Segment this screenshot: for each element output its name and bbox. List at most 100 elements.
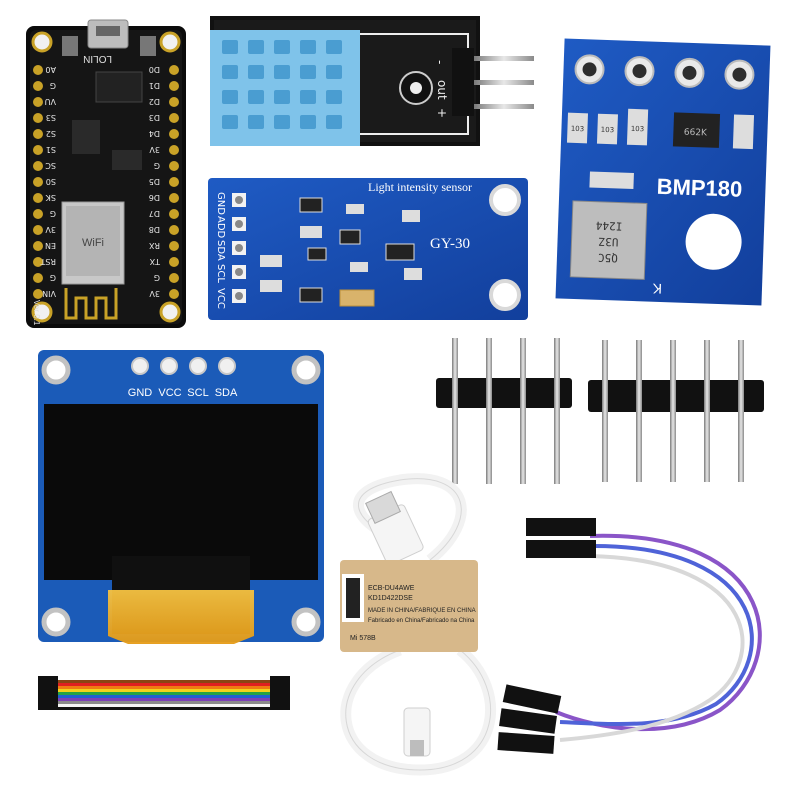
header-pin — [704, 340, 710, 482]
gy30-pin-label: GND — [215, 192, 226, 215]
cable-label-line-2: KD1D422DSE — [368, 595, 413, 602]
dht11-module: - out + — [210, 16, 534, 146]
sensor-text-2: U3Z — [598, 235, 619, 249]
nodemcu-pin-label: G — [154, 161, 160, 170]
nodemcu-pin-pad — [169, 129, 179, 139]
nodemcu-pin-pad — [169, 273, 179, 283]
header-pin — [602, 340, 608, 482]
nodemcu-pin-pad — [169, 65, 179, 75]
gy30-pin-label: ADD — [215, 216, 226, 239]
nodemcu-pin-label: D0 — [149, 65, 160, 74]
nodemcu-pin-pad — [33, 177, 43, 187]
nodemcu-pin-label: S1 — [46, 145, 56, 154]
header-pin — [520, 338, 526, 484]
nodemcu-pin-pad — [33, 65, 43, 75]
gy30-light-sensor: Light intensity sensor GY-30 GNDADDSDASC… — [208, 178, 528, 320]
nodemcu-pin-pad — [169, 193, 179, 203]
nodemcu-pin-label: D6 — [149, 193, 160, 202]
cable-label-line-1: ECB-DU4AWE — [368, 585, 415, 592]
gy30-pin-label: SCL — [215, 264, 226, 283]
nodemcu-pin-pad — [33, 193, 43, 203]
nodemcu-pin-pad — [169, 145, 179, 155]
usb-cable: ECB-DU4AWE KD1D422DSE MADE IN CHINA/FABR… — [340, 473, 497, 776]
nodemcu-pin-label: G — [154, 273, 160, 282]
oled-pin-vcc: VCC — [158, 387, 181, 399]
bmp180-model-label: BMP180 — [656, 174, 742, 202]
nodemcu-pin-label: D3 — [149, 113, 160, 122]
cable-label-line-4: Fabricado en China/Fabricado na China — [368, 618, 475, 624]
nodemcu-pin-pad — [169, 289, 179, 299]
nodemcu-pin-pad — [33, 273, 43, 283]
nodemcu-pin-label: 3V — [149, 145, 160, 154]
cable-label-band — [340, 560, 478, 652]
nodemcu-pin-pad — [33, 97, 43, 107]
header-pin — [554, 338, 560, 484]
nodemcu-pin-label: 3V — [149, 289, 160, 298]
nodemcu-pin-pad — [169, 257, 179, 267]
header-pin — [486, 338, 492, 484]
gy30-pin-label: VCC — [215, 288, 226, 309]
nodemcu-pin-label: G — [50, 209, 56, 218]
pin-header-5 — [588, 340, 764, 482]
jumper-wires — [497, 518, 762, 754]
oled-screen — [44, 404, 318, 580]
nodemcu-pin-label: RST — [40, 257, 56, 266]
nodemcu-pin-pad — [33, 257, 43, 267]
dupont-ribbon-cable — [38, 676, 290, 710]
dht-pin-minus: - — [433, 60, 447, 64]
dht-pin-plus: + — [435, 108, 449, 118]
bmp-resistor-label-1: 103 — [571, 125, 585, 133]
nodemcu-pin-label: S2 — [46, 129, 56, 138]
nodemcu-pin-pad — [33, 209, 43, 219]
bmp-corner-label: K — [652, 281, 663, 297]
nodemcu-pin-label: D7 — [149, 209, 160, 218]
nodemcu-pin-label: D2 — [149, 97, 160, 106]
nodemcu-pin-pad — [33, 145, 43, 155]
pressure-sensor-chip — [569, 200, 648, 280]
bmp-resistor-label-3: 103 — [631, 125, 645, 133]
lolin-label: LOLIN — [83, 53, 112, 64]
nodemcu-pin-label: SK — [45, 193, 56, 202]
header-pin — [636, 340, 642, 482]
gy30-title: Light intensity sensor — [368, 180, 472, 194]
oled-pin-scl: SCL — [187, 387, 208, 399]
nodemcu-pin-label: G — [50, 81, 56, 90]
dht-pin-out: out — [435, 80, 449, 100]
nodemcu-pin-label: VU — [45, 97, 56, 106]
nodemcu-pin-pad — [33, 289, 43, 299]
oled-pin-sda: SDA — [215, 387, 238, 399]
nodemcu-pin-pad — [169, 177, 179, 187]
header-pin — [738, 340, 744, 482]
nodemcu-pin-label: S3 — [46, 113, 56, 122]
nodemcu-pin-pad — [33, 113, 43, 123]
nodemcu-pin-label: 3V — [45, 225, 56, 234]
oled-flex-ribbon — [108, 590, 254, 644]
cable-label-line-3: MADE IN CHINA/FABRIQUE EN CHINA — [368, 608, 476, 614]
nodemcu-pin-pad — [33, 225, 43, 235]
nodemcu-pin-pad — [33, 161, 43, 171]
nodemcu-pin-pad — [33, 241, 43, 251]
sensor-text-3: I244 — [595, 219, 622, 233]
wifi-logo-text: WiFi — [82, 237, 104, 249]
gy30-model: GY-30 — [430, 236, 470, 252]
nodemcu-pin-label: TX — [149, 257, 161, 266]
voltage-regulator-chip — [672, 112, 721, 148]
nodemcu-pin-pad — [169, 113, 179, 123]
nodemcu-pin-label: A0 — [45, 65, 56, 74]
oled-pin-pad — [218, 357, 236, 375]
bmp180-module: 103 103 103 662K BMP180 Q5C U3Z I244 K — [555, 38, 771, 306]
pin-header-4 — [436, 338, 572, 484]
tantalum-capacitor — [339, 289, 375, 307]
nodemcu-pin-pad — [169, 225, 179, 235]
nodemcu-pin-label: D1 — [149, 81, 160, 90]
nodemcu-pin-label: D5 — [149, 177, 160, 186]
nodemcu-pin-label: D8 — [149, 225, 160, 234]
sensor-text-1: Q5C — [598, 251, 618, 265]
bmp-mounting-hole — [685, 213, 742, 270]
header-pin — [670, 340, 676, 482]
version-label: Ver 0.1 — [32, 300, 41, 326]
